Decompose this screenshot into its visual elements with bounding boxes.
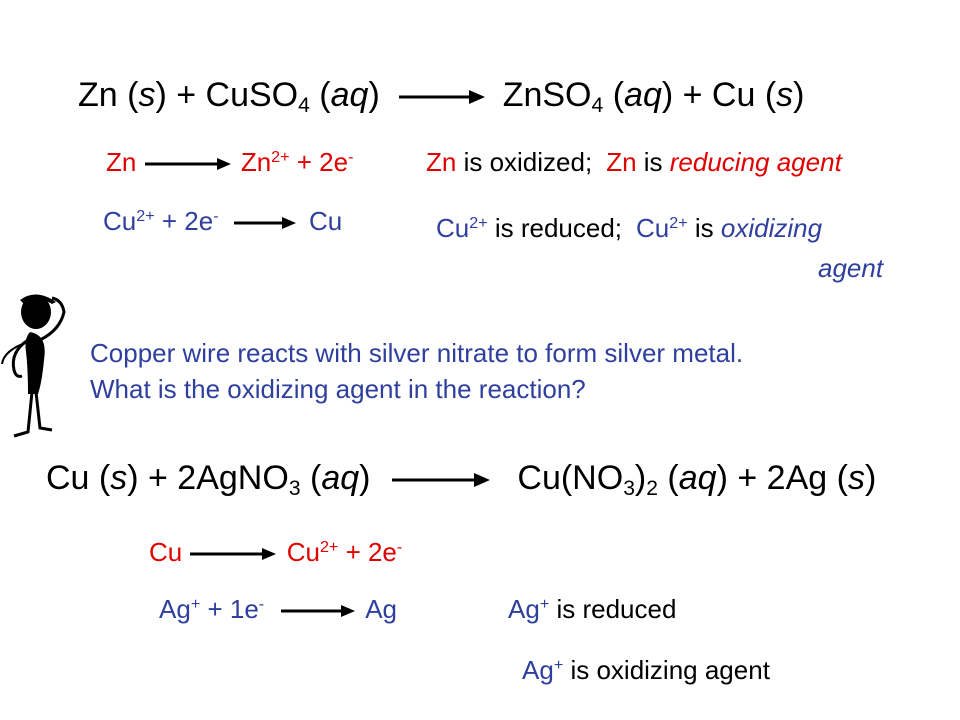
- half-reaction-arrow-icon: [190, 548, 277, 561]
- question-line-2: What is the oxidizing agent in the react…: [90, 374, 586, 404]
- thinking-stick-figure-icon: [1, 294, 66, 438]
- oxidation-note-1: Zn is oxidized;Zn is reducing agent: [426, 147, 842, 177]
- reaction-arrow-icon: [391, 473, 490, 488]
- half-reaction-oxidation-1: Zn Zn2+ + 2e-: [106, 147, 354, 177]
- reaction-arrow-icon: [399, 90, 486, 105]
- half-reaction-arrow-icon: [233, 217, 296, 230]
- reduction-note-2: Ag+ is reduced: [508, 594, 677, 624]
- half-reaction-arrow-icon: [281, 605, 356, 618]
- question-line-1: Copper wire reacts with silver nitrate t…: [90, 338, 744, 368]
- reduction-note-1: Cu2+ is reduced;Cu2+ is oxidizing: [436, 213, 823, 243]
- half-reaction-reduction-2: Ag+ + 1e- Ag: [159, 594, 398, 624]
- equation-1: Zn (s) + CuSO4 (aq) ZnSO4 (aq) + Cu (s): [78, 76, 805, 117]
- half-reaction-arrow-icon: [144, 158, 231, 171]
- reduction-note-1-continued: agent: [818, 253, 884, 283]
- half-reaction-oxidation-2: Cu Cu2+ + 2e-: [149, 537, 403, 567]
- oxidizing-agent-answer: Ag+ is oxidizing agent: [522, 655, 770, 685]
- half-reaction-reduction-1: Cu2+ + 2e- Cu: [103, 206, 343, 236]
- equation-2: Cu (s) + 2AgNO3 (aq) Cu(NO3)2 (aq) + 2Ag…: [46, 459, 877, 500]
